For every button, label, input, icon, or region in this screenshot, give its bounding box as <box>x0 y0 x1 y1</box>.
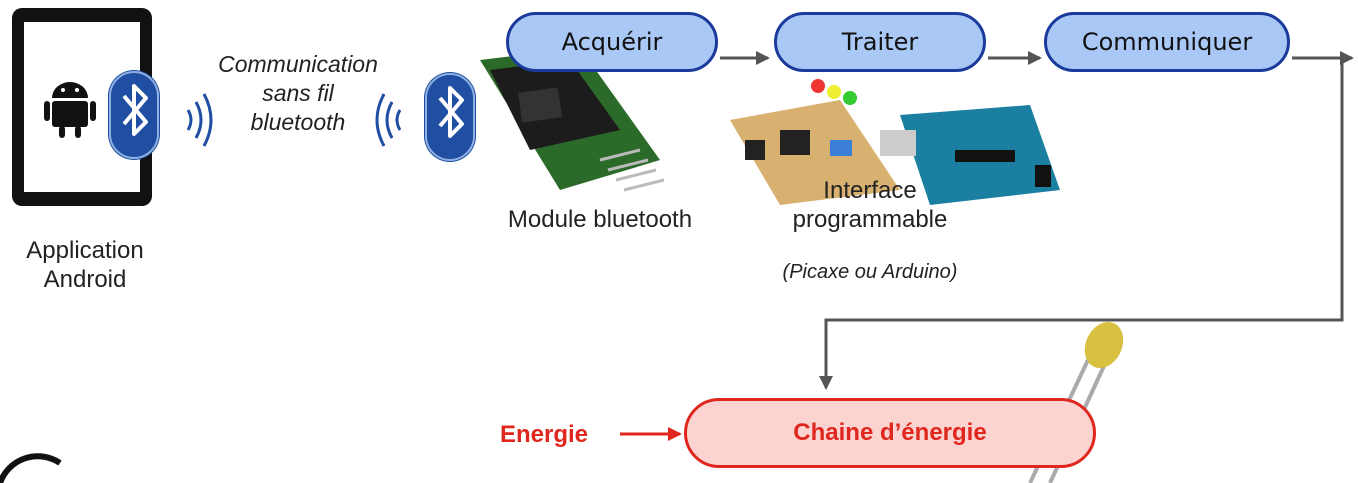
interface-sublabel: (Picaxe ou Arduino) <box>782 261 958 283</box>
interface-label: Interface programmable <box>792 177 948 233</box>
arduino-board-image <box>880 105 1060 205</box>
energy-input-label: Energie <box>500 421 589 448</box>
wireless-communication-label: Communication sans fil bluetooth <box>218 51 378 135</box>
bluetooth-module-image <box>480 48 665 192</box>
signal-waves-icon <box>375 93 402 147</box>
communicate-box: Communiquer <box>1044 12 1290 72</box>
bluetooth-module-label: Module bluetooth <box>507 206 693 233</box>
android-app-label: Application Android <box>26 237 144 293</box>
bluetooth-icon <box>424 72 476 162</box>
process-box: Traiter <box>774 12 986 72</box>
flow-arrows <box>720 51 1354 390</box>
bluetooth-icon <box>108 70 160 160</box>
signal-waves-icon <box>186 93 213 147</box>
acquire-box: Acquérir <box>506 12 718 72</box>
energy-chain-box: Chaine d’énergie <box>684 398 1096 468</box>
partial-shape <box>0 453 62 483</box>
picaxe-board-image <box>730 79 900 205</box>
